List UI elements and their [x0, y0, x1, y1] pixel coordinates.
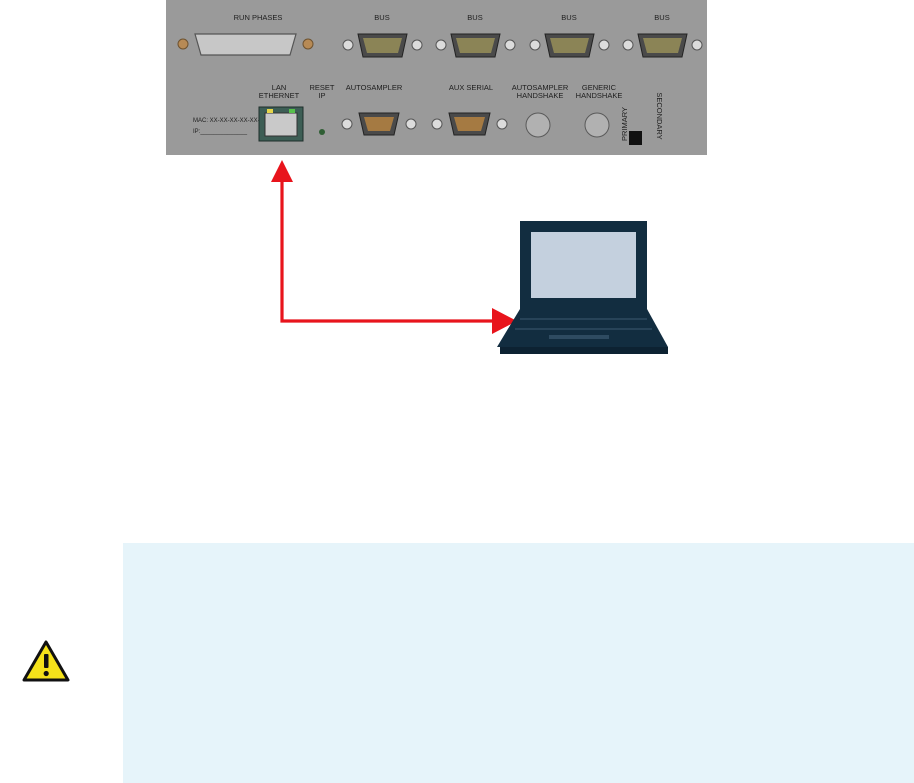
label-generic-handshake: GENERIC HANDSHAKE — [575, 83, 623, 100]
label-lan-ethernet: LAN ETHERNET — [258, 83, 300, 100]
bus-connectors — [342, 33, 703, 58]
laptop-icon — [497, 221, 668, 354]
ethernet-connection-arrow — [271, 160, 517, 334]
label-ip-address: IP:______________ — [193, 129, 248, 135]
label-run-phases: RUN PHASES — [233, 13, 283, 22]
label-mac-address: MAC: XX-XX-XX-XX-XX-XX — [193, 118, 268, 124]
label-bus-1: BUS — [374, 13, 390, 22]
note-box — [123, 543, 914, 783]
label-bus-2: BUS — [467, 13, 483, 22]
label-autosampler: AUTOSAMPLER — [345, 83, 403, 92]
label-bus-4: BUS — [654, 13, 670, 22]
label-autosampler-handshake: AUTOSAMPLER HANDSHAKE — [511, 83, 569, 100]
label-aux-serial: AUX SERIAL — [448, 83, 494, 92]
label-bus-3: BUS — [561, 13, 577, 22]
warning-icon — [22, 640, 70, 682]
label-reset-ip: RESET IP — [309, 83, 335, 100]
connector-graphics — [177, 33, 703, 145]
